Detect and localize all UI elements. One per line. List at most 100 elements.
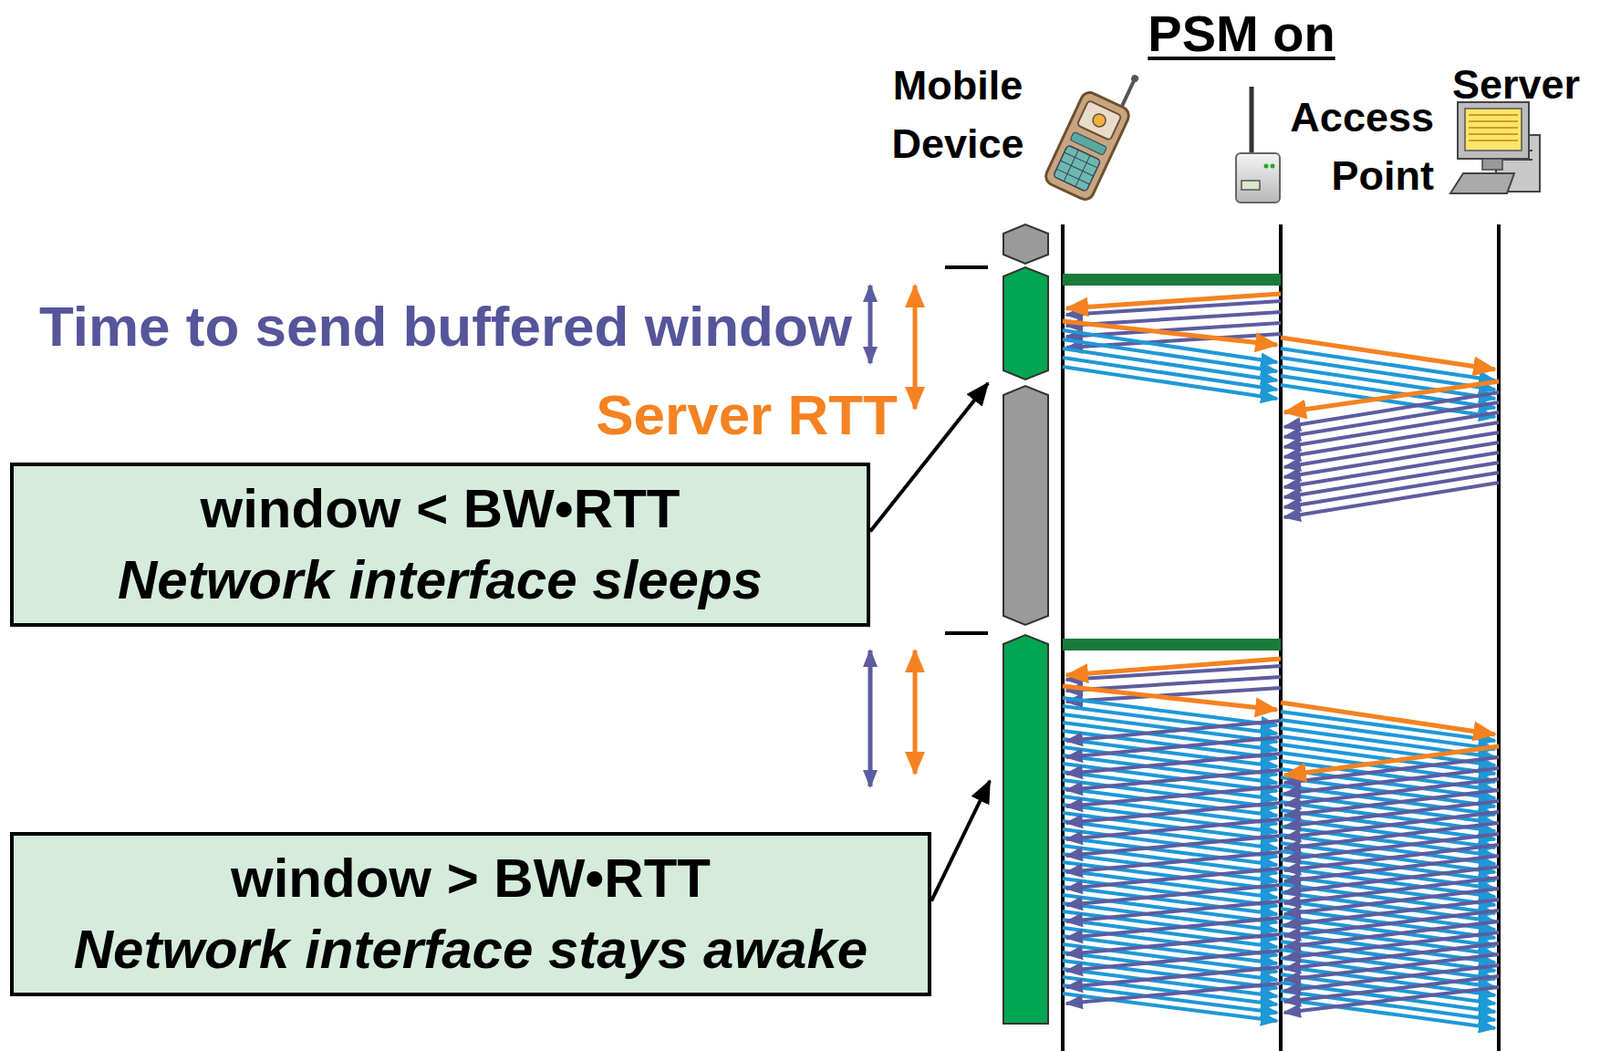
packet-arrow [1284,381,1499,413]
sleep-segment [1003,385,1049,625]
packet-arrow [1284,987,1499,1013]
packet-arrow [1284,932,1499,958]
tick-marks [945,267,988,634]
packet-arrow [1066,658,1281,676]
beacon-bar [1062,273,1281,286]
condition-text: window < BW•RTT [200,473,681,545]
packet-arrow [1066,769,1281,790]
dimension-arrows [870,285,915,787]
packet-arrow [1066,983,1281,1004]
rtt-arrow [913,285,918,409]
packet-arrow [1284,822,1499,849]
outcome-text: Network interface stays awake [73,914,868,986]
packet-arrow [1280,990,1496,1020]
send-time-label: Time to send buffered window [0,290,852,364]
packet-arrow [1284,866,1499,893]
packet-arrow [1280,826,1496,856]
packet-arrow [1066,786,1281,807]
packet-arrow [1284,921,1499,947]
packet-arrow [1062,348,1278,381]
packet-arrow [1284,910,1499,936]
packet-arrow [1066,835,1281,856]
packet-arrow [1280,793,1496,823]
packet-arrow [1062,366,1278,399]
packet-arrow [1284,965,1499,991]
packet-arrow [1284,779,1499,805]
packet-arrow [1062,339,1278,372]
packet-arrow [1284,811,1499,838]
packet-arrow [1284,422,1499,458]
packet-arrow [1066,819,1281,840]
packet-arrow [1066,901,1281,922]
awake-segment [1003,634,1049,1024]
packet-arrow [1066,737,1281,758]
packet-arrow [1066,950,1281,971]
packet-arrow [1284,482,1499,518]
packet-arrow [1280,702,1496,735]
entity-label: Server [1438,56,1594,114]
phone-icon [1042,58,1146,203]
packet-arrow [1280,859,1496,889]
packet-arrow [1280,892,1496,922]
packet-arrow [1062,993,1278,1021]
send-time-arrow [868,285,873,364]
device-state-bar [1003,224,1049,1024]
packet-arrow [1066,966,1281,988]
packet-arrow [1066,802,1281,823]
send-time-arrow [868,650,873,787]
packet-arrow [1066,720,1281,741]
packet-arrow [1280,384,1496,417]
beacon-bar [1062,638,1281,651]
packet-arrow [1062,685,1278,710]
condition-box: window > BW•RTTNetwork interface stays a… [10,831,932,997]
server-timeline [1496,224,1501,1051]
rtt-label: Server RTT [0,378,898,452]
packet-arrow [1280,957,1496,988]
packet-arrow [1284,943,1499,969]
packet-arrow [1066,868,1281,889]
condition-text: window > BW•RTT [230,842,711,915]
rtt-arrow [913,650,918,774]
packet-arrow [1284,472,1499,508]
packet-arrow [1284,452,1499,488]
packet-arrow [1284,833,1499,860]
packet-arrow [1284,462,1499,498]
packet-arrow [1284,877,1499,904]
packet-arrow [1284,789,1499,816]
packet-arrow [1280,337,1496,370]
packet-arrow [1062,321,1278,345]
server-icon [1450,102,1540,194]
packet-arrow [1280,366,1496,399]
packet-arrow [1066,293,1281,309]
packet-arrow [1284,412,1499,447]
timelines [1062,224,1499,1051]
packet-arrow [1066,753,1281,774]
packet-arrow [1280,924,1496,955]
packet-arrow [1284,976,1499,1002]
condition-box: window < BW•RTTNetwork interface sleeps [10,462,871,627]
packet-arrow [1280,998,1496,1029]
packet-arrow [1284,855,1499,882]
packet-arrow [1280,760,1496,790]
packet-arrow [1062,357,1278,390]
sleep-segment [1003,224,1049,264]
packet-arrow [1280,719,1496,749]
packet-arrow [1066,917,1281,938]
packet-arrow [1066,884,1281,905]
diagram-title: PSM on [1059,3,1424,64]
outcome-text: Network interface sleeps [117,544,763,616]
leader-arrows [870,383,990,902]
entity-label: Mobile Device [871,56,1045,174]
entity-label: Access Point [1258,88,1434,206]
packet-arrow [1066,934,1281,955]
packet-arrow [1280,752,1496,782]
tick-mark [945,265,988,270]
tick-mark [945,631,988,635]
packet-arrow [1284,800,1499,827]
packet-arrow [1284,954,1499,980]
leader-arrow [931,780,990,902]
packet-arrow [1284,888,1499,915]
packet-arrow [1280,375,1496,408]
awake-segment [1003,267,1049,380]
